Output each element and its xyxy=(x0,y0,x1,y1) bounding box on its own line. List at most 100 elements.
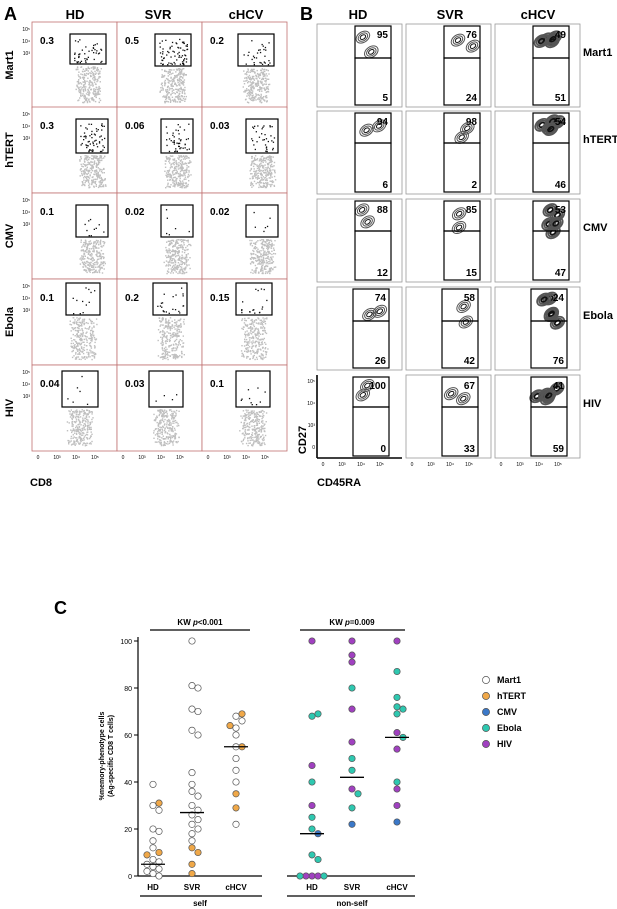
panel-a-tetramer-event xyxy=(186,44,188,46)
panel-a-negative-event xyxy=(162,76,164,78)
panel-a-negative-event xyxy=(181,168,183,170)
panel-a-negative-event xyxy=(88,318,91,320)
panel-a-negative-event xyxy=(85,157,88,159)
panel-a-tetramer-event xyxy=(181,41,184,43)
panel-a-tetramer-event xyxy=(168,51,170,54)
panel-a-tetramer-event xyxy=(94,134,96,136)
panel-a-negative-event xyxy=(88,94,90,97)
panel-a-negative-event xyxy=(179,77,181,79)
panel-a-negative-event xyxy=(166,173,169,176)
panel-a-negative-event xyxy=(251,410,254,412)
panel-a-negative-event xyxy=(83,341,85,343)
panel-a-negative-event xyxy=(82,166,84,168)
panel-a-negative-event xyxy=(88,82,91,84)
panel-a-negative-event xyxy=(176,88,178,91)
panel-a-negative-event xyxy=(256,340,258,343)
panel-a-negative-event xyxy=(244,437,246,439)
panel-a-negative-event xyxy=(259,333,262,335)
panel-a-tetramer-event xyxy=(72,401,74,403)
panel-a-negative-event xyxy=(76,349,78,351)
panel-a-negative-event xyxy=(96,78,99,81)
panel-a-negative-event xyxy=(244,333,246,335)
panel-a-negative-event xyxy=(175,421,177,424)
panel-a-negative-event xyxy=(247,344,250,346)
panel-a-negative-event xyxy=(173,77,175,79)
panel-a-negative-event xyxy=(161,418,164,420)
panel-a-tetramer-event xyxy=(103,231,105,233)
panel-a-negative-event xyxy=(76,345,78,347)
panel-a-negative-event xyxy=(252,262,255,264)
panel-a-negative-event xyxy=(184,263,186,265)
panel-a-negative-event xyxy=(167,438,169,440)
panel-a-negative-event xyxy=(173,427,176,430)
panel-a-negative-event xyxy=(103,179,105,181)
panel-a-negative-event xyxy=(165,89,167,91)
panel-a-negative-event xyxy=(256,348,259,351)
panel-a-negative-event xyxy=(98,264,101,267)
panel-b-contour xyxy=(443,387,459,401)
panel-a-negative-event xyxy=(260,268,263,271)
panel-a-negative-event xyxy=(265,167,267,169)
panel-a-negative-event xyxy=(96,88,99,91)
panel-a-negative-event xyxy=(256,167,259,170)
panel-a-negative-event xyxy=(165,160,167,162)
panel-a-negative-event xyxy=(177,356,179,358)
panel-a-negative-event xyxy=(260,81,262,83)
panel-a-negative-event xyxy=(182,89,184,91)
panel-a-negative-event xyxy=(263,415,265,417)
panel-c-legend-marker xyxy=(482,724,490,732)
panel-a-negative-event xyxy=(99,177,101,180)
panel-a-negative-event xyxy=(251,318,253,321)
panel-a-negative-event xyxy=(75,357,77,359)
panel-a-tetramer-event xyxy=(91,130,93,133)
panel-a-negative-event xyxy=(259,258,261,261)
panel-a-negative-event xyxy=(180,160,182,162)
panel-a-percentage: 0.1 xyxy=(40,293,54,304)
panel-a-negative-event xyxy=(183,178,186,180)
panel-a-x-tick-label: 10⁴ xyxy=(72,455,80,461)
panel-a-negative-event xyxy=(81,246,83,248)
panel-a-percentage: 0.03 xyxy=(210,121,230,132)
panel-a-negative-event xyxy=(98,255,100,258)
panel-a-negative-event xyxy=(84,88,87,91)
panel-a-tetramer-event xyxy=(72,297,74,299)
panel-a-negative-event xyxy=(258,339,260,341)
panel-a-tetramer-event xyxy=(85,46,87,48)
panel-a-negative-event xyxy=(251,81,254,83)
panel-b-contour xyxy=(464,125,471,132)
panel-b-plot-frame xyxy=(316,110,403,195)
panel-a-negative-event xyxy=(170,176,172,178)
panel-a-negative-event xyxy=(255,260,258,262)
panel-a-negative-event xyxy=(185,246,187,249)
panel-a-tetramer-event xyxy=(88,150,90,152)
panel-a-tetramer-event xyxy=(102,149,104,151)
panel-a-negative-event xyxy=(262,176,265,178)
panel-a-negative-event xyxy=(178,174,180,176)
panel-b-contour xyxy=(544,204,556,216)
panel-a-negative-event xyxy=(258,442,260,445)
panel-a-negative-event xyxy=(172,185,174,187)
panel-a-negative-event xyxy=(251,327,254,330)
panel-a-negative-event xyxy=(92,244,95,246)
panel-a-negative-event xyxy=(159,443,161,445)
panel-a-negative-event xyxy=(260,319,263,321)
panel-a-negative-event xyxy=(243,426,245,429)
panel-a-negative-event xyxy=(174,268,176,270)
panel-a-negative-event xyxy=(80,333,83,336)
panel-a-negative-event xyxy=(269,180,271,182)
panel-a-negative-event xyxy=(157,409,159,412)
panel-a-negative-event xyxy=(94,93,96,95)
panel-a-tetramer-event xyxy=(249,311,251,313)
panel-a-negative-event xyxy=(86,437,89,439)
panel-a-negative-event xyxy=(253,414,256,416)
panel-a-negative-event xyxy=(162,89,164,91)
panel-a-negative-event xyxy=(174,334,176,336)
panel-a-negative-event xyxy=(174,250,177,252)
panel-a-tetramer-event xyxy=(182,293,184,295)
panel-a-negative-event xyxy=(93,93,95,96)
panel-a-negative-event xyxy=(260,267,263,269)
panel-a-negative-event xyxy=(78,349,80,351)
panel-a-negative-event xyxy=(271,259,273,261)
panel-b-contour xyxy=(545,124,557,135)
panel-a-negative-event xyxy=(73,441,76,444)
